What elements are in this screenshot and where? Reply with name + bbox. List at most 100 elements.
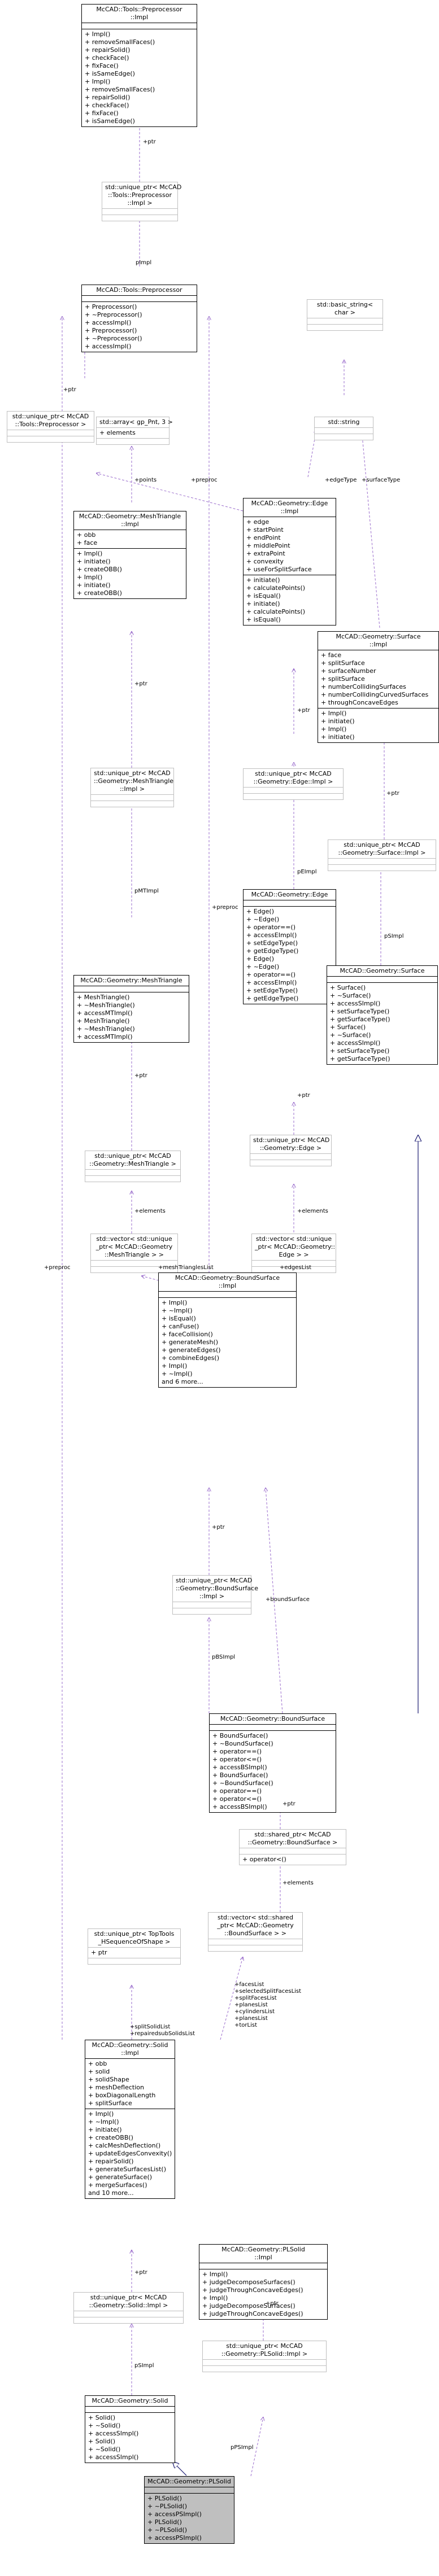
class-box-boundsurface[interactable]: McCAD::Geometry::BoundSurface+ BoundSurf… xyxy=(209,1713,336,1813)
class-box-unique-ptr-preprocessor-impl[interactable]: std::unique_ptr< McCAD::Tools::Preproces… xyxy=(102,182,181,221)
method-item: + removeSmallFaces() xyxy=(85,86,155,93)
class-name-line: ::Geometry::Edge::Impl > xyxy=(253,778,333,785)
class-name-line: std::vector< std::shared xyxy=(218,1914,293,1921)
method-item: + accessSImpl() xyxy=(88,2453,139,2461)
edge-label-ppsimpl: pPSImpl xyxy=(231,2444,254,2451)
class-name-line: McCAD::Geometry::Edge xyxy=(251,500,328,507)
class-box-array-gp-pnt[interactable]: std::array< gp_Pnt, 3 >+ elements xyxy=(96,417,173,445)
class-box-edge[interactable]: McCAD::Geometry::Edge+ Edge()+ ~Edge()+ … xyxy=(243,889,336,1004)
method-item: + judgeThroughConcaveEdges() xyxy=(202,2310,303,2317)
method-item: + fixFace() xyxy=(85,110,119,117)
class-box-unique-ptr-preprocessor[interactable]: std::unique_ptr< McCAD::Tools::Preproces… xyxy=(7,411,94,443)
class-name-line: Edge > > xyxy=(279,1251,309,1258)
class-box-edge-impl[interactable]: McCAD::Geometry::Edge::Impl+ edge+ start… xyxy=(243,498,336,626)
method-item: + getEdgeType() xyxy=(246,995,299,1002)
class-methods-section xyxy=(7,436,94,442)
class-methods-section: + Solid()+ ~Solid()+ accessSImpl()+ Soli… xyxy=(85,2412,175,2463)
class-name-line: McCAD::Geometry::MeshTriangle xyxy=(79,513,181,520)
method-item: + Surface() xyxy=(330,1024,366,1031)
class-name-line: ::MeshTriangle > > xyxy=(105,1251,164,1258)
class-box-unique-ptr-boundsurface-impl[interactable]: std::unique_ptr< McCAD::Geometry::BoundS… xyxy=(172,1575,258,1615)
method-item: + Impl() xyxy=(85,78,111,85)
class-name-section: McCAD::Geometry::Solid xyxy=(85,2396,175,2406)
class-name-line: std::basic_string< xyxy=(316,301,373,308)
edge-label-elements: +elements xyxy=(297,1208,328,1214)
class-name-line: ::BoundSurface > > xyxy=(224,1930,286,1937)
edge-label-ptr: +ptr xyxy=(134,1073,147,1079)
method-item: + setEdgeType() xyxy=(246,987,298,994)
method-item: + Edge() xyxy=(246,908,274,915)
class-box-unique-ptr-meshtriangle-impl[interactable]: std::unique_ptr< McCAD::Geometry::MeshTr… xyxy=(90,768,174,807)
class-box-unique-ptr-toptools[interactable]: std::unique_ptr< TopTools_HSequenceOfSha… xyxy=(88,1928,181,1965)
class-box-vector-shared-ptr-boundsurface[interactable]: std::vector< std::shared_ptr< McCAD::Geo… xyxy=(208,1912,303,1952)
class-name-line: ::Impl xyxy=(130,14,149,21)
class-box-vector-unique-ptr-meshtriangle[interactable]: std::vector< std::unique_ptr< McCAD::Geo… xyxy=(90,1234,178,1273)
class-attributes-section: + edge+ startPoint+ endPoint+ middlePoin… xyxy=(244,517,336,575)
class-name-line: std::unique_ptr< McCAD xyxy=(94,1152,171,1160)
class-name-line: McCAD::Geometry::BoundSurface xyxy=(220,1715,325,1722)
class-box-unique-ptr-meshtriangle[interactable]: std::unique_ptr< McCAD::Geometry::MeshTr… xyxy=(85,1151,181,1182)
method-item: + accessImpl() xyxy=(85,319,132,326)
edge-label-elements: +elements xyxy=(282,1880,314,1886)
class-attributes-section xyxy=(315,427,373,434)
method-item: + createOBB() xyxy=(88,2134,133,2141)
method-item: + ~Surface() xyxy=(330,1031,371,1039)
class-methods-section: + Impl()+ initiate()+ createOBB()+ Impl(… xyxy=(74,548,186,598)
method-item: + repairSolid() xyxy=(85,94,131,101)
class-methods-section xyxy=(250,1160,331,1166)
class-box-preprocessor[interactable]: McCAD::Tools::Preprocessor+ Preprocessor… xyxy=(81,285,197,352)
class-attributes-section xyxy=(173,1602,251,1608)
class-box-solid-impl[interactable]: McCAD::Geometry::Solid::Impl+ obb+ solid… xyxy=(85,2040,175,2199)
method-item: + combineEdges() xyxy=(162,1354,219,1362)
class-box-surface[interactable]: McCAD::Geometry::Surface+ Surface()+ ~Su… xyxy=(327,965,438,1065)
method-item: + initiate() xyxy=(88,2126,122,2133)
method-item: + ~Solid() xyxy=(88,2422,121,2429)
class-name-line: std::vector< std::unique xyxy=(255,1235,332,1243)
class-methods-section xyxy=(91,801,173,807)
class-attributes-section xyxy=(203,2359,326,2365)
class-name-line: _ptr< McCAD::Geometry:: xyxy=(255,1243,336,1250)
class-attributes-section: + face+ splitSurface+ surfaceNumber+ spl… xyxy=(318,650,438,708)
class-box-unique-ptr-solid-impl[interactable]: std::unique_ptr< McCAD::Geometry::Solid:… xyxy=(73,2292,184,2324)
method-item: + BoundSurface() xyxy=(212,1772,268,1779)
class-box-unique-ptr-surface-impl[interactable]: std::unique_ptr< McCAD::Geometry::Surfac… xyxy=(328,839,436,871)
method-item: + ~MeshTriangle() xyxy=(77,1001,135,1009)
class-box-vector-unique-ptr-edge[interactable]: std::vector< std::unique_ptr< McCAD::Geo… xyxy=(251,1234,336,1273)
method-item: + ~PLSolid() xyxy=(147,2526,188,2534)
edge-label-pmtimpl: pMTImpl xyxy=(134,888,159,894)
class-box-plsolid[interactable]: McCAD::Geometry::PLSolid+ PLSolid()+ ~PL… xyxy=(144,2476,234,2544)
class-box-unique-ptr-plsolid-impl[interactable]: std::unique_ptr< McCAD::Geometry::PLSoli… xyxy=(202,2341,327,2372)
class-name-line: std::shared_ptr< McCAD xyxy=(254,1831,331,1838)
edge-label-ptr: +ptr xyxy=(134,2269,147,2276)
edge-label-edgetype: +edgeType xyxy=(325,477,357,483)
method-item: + operator==() xyxy=(246,924,296,931)
class-methods-section: + initiate()+ calculatePoints()+ isEqual… xyxy=(244,575,336,625)
method-item: + accessPSImpl() xyxy=(147,2511,202,2518)
class-attributes-section: + elements xyxy=(97,427,169,438)
class-box-boundsurface-impl[interactable]: McCAD::Geometry::BoundSurface::Impl+ Imp… xyxy=(158,1272,297,1388)
method-item: + BoundSurface() xyxy=(212,1732,268,1739)
class-name-line: ::Impl xyxy=(280,508,299,515)
class-box-basic-string[interactable]: std::basic_string<char > xyxy=(307,299,383,331)
class-box-preprocessor-impl[interactable]: McCAD::Tools::Preprocessor::Impl+ Impl()… xyxy=(81,4,197,127)
class-box-surface-impl[interactable]: McCAD::Geometry::Surface::Impl+ face+ sp… xyxy=(318,631,439,743)
class-box-unique-ptr-edge-impl[interactable]: std::unique_ptr< McCAD::Geometry::Edge::… xyxy=(243,768,344,800)
class-box-meshtriangle-impl[interactable]: McCAD::Geometry::MeshTriangle::Impl+ obb… xyxy=(73,511,186,599)
method-item: + initiate() xyxy=(321,718,355,725)
method-item: + accessEImpl() xyxy=(246,931,297,939)
attribute-item: + face xyxy=(321,651,342,659)
class-box-shared-ptr-boundsurface[interactable]: std::shared_ptr< McCAD::Geometry::BoundS… xyxy=(239,1829,346,1865)
class-box-plsolid-impl[interactable]: McCAD::Geometry::PLSolid::Impl+ Impl()+ … xyxy=(199,2244,328,2320)
inherit-solid-to-plsolid xyxy=(172,2461,187,2476)
class-name-line: McCAD::Geometry::Surface xyxy=(340,967,425,974)
edge-label-pimpl: pImpl xyxy=(136,260,152,266)
attribute-item: + splitSurface xyxy=(321,675,365,683)
class-name-line: ::Geometry::Solid::Impl > xyxy=(89,2302,168,2309)
class-name-line: McCAD::Tools::Preprocessor xyxy=(96,286,182,294)
class-name-section: McCAD::Geometry::Surface::Impl xyxy=(318,632,438,650)
class-box-solid[interactable]: McCAD::Geometry::Solid+ Solid()+ ~Solid(… xyxy=(85,2395,175,2463)
class-box-unique-ptr-edge[interactable]: std::unique_ptr< McCAD::Geometry::Edge > xyxy=(250,1135,332,1166)
class-box-meshtriangle[interactable]: McCAD::Geometry::MeshTriangle+ MeshTrian… xyxy=(73,975,189,1043)
class-name-line: McCAD::Geometry::PLSolid xyxy=(221,2246,305,2253)
class-box-string[interactable]: std::string xyxy=(314,417,373,440)
